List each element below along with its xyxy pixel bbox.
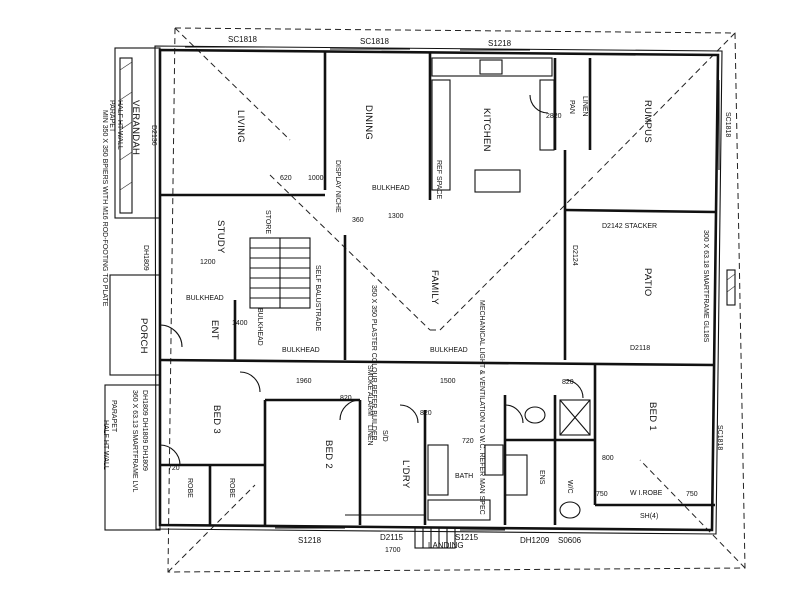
label-bed1: BED 1	[647, 402, 658, 431]
label-beam-note: 350 X 350 PLASTER COLOUR REFER BUILDER	[370, 285, 377, 441]
label-patio: PATIO	[642, 268, 653, 297]
label-sc1818-bottom-right: SC1818	[716, 425, 723, 450]
dim-1200: 1200	[200, 259, 216, 266]
label-bulkhead-kitchen: BULKHEAD	[372, 185, 410, 192]
patio-side-element	[726, 269, 736, 306]
dim-620: 620	[280, 175, 292, 182]
label-wi-robe: W I.ROBE	[630, 490, 663, 497]
label-smoke-alarm: SMOKE ALARM	[366, 365, 373, 416]
label-balustrade: SELF BALUSTRADE	[314, 265, 321, 331]
label-sc1818-top-left: SC1818	[228, 35, 257, 44]
label-half-wall-bottom: HALF HT WALL	[102, 420, 109, 470]
dim-1500: 1500	[440, 378, 456, 385]
label-family: FAMILY	[429, 270, 440, 305]
windows	[185, 46, 720, 531]
door-swings	[159, 94, 584, 466]
label-dh1209: DH1209	[520, 536, 550, 545]
label-sc1818-right: SC1818	[724, 112, 731, 137]
dim-2820: 2820	[546, 113, 562, 120]
label-parapet-top: PARAPET	[108, 100, 115, 133]
dim-800: 800	[602, 455, 614, 462]
dim-820-a: 820	[340, 395, 352, 402]
label-rumpus: RUMPUS	[642, 100, 653, 143]
label-ens: ENS	[538, 470, 545, 485]
label-dining: DINING	[363, 105, 374, 140]
label-living: LIVING	[235, 110, 246, 143]
label-robe-1: ROBE	[186, 478, 193, 498]
label-bed2: BED 2	[323, 440, 334, 469]
label-wc: W/C	[566, 480, 573, 494]
interior-walls	[159, 52, 716, 525]
label-d2124: D2124	[571, 245, 578, 266]
label-ent: ENT	[209, 320, 220, 340]
label-porch: PORCH	[138, 318, 149, 354]
label-s1218-top: S1218	[488, 39, 512, 48]
label-linen-hall: LINEN	[366, 425, 373, 446]
label-display-niche: DISPLAY NICHE	[334, 160, 341, 213]
label-bulkhead-study: BULKHEAD	[186, 295, 224, 302]
label-s1215: S1215	[455, 533, 479, 542]
landing-steps	[414, 527, 456, 549]
dim-1000: 1000	[308, 175, 324, 182]
label-sc1818-top: SC1818	[360, 37, 389, 46]
label-bulkhead-hall: BULKHEAD	[282, 347, 320, 354]
label-ldry: L'DRY	[400, 460, 411, 489]
label-verandah: VERANDAH	[130, 100, 141, 155]
label-d2118: D2118	[630, 345, 650, 352]
roof-outline	[167, 27, 746, 573]
dim-1960: 1960	[296, 378, 312, 385]
dim-1400: 1400	[232, 320, 248, 327]
label-landing: LANDING	[428, 541, 464, 550]
label-dh-bottom: DH1809 DH1809 DH1809	[141, 390, 148, 471]
dim-360: 360	[352, 217, 364, 224]
dim-750-b: 750	[686, 491, 698, 498]
dim-820-c: 820	[562, 379, 574, 386]
dim-1700: 1700	[385, 547, 401, 554]
dim-750-a: 750	[596, 491, 608, 498]
label-dh1809-left: DH1809	[142, 245, 149, 271]
label-d2136: D2136	[150, 125, 157, 146]
label-d2115: D2115	[380, 533, 404, 542]
dim-820-b: 820	[420, 410, 432, 417]
label-piers-note: MIN 350 X 350 BPIERS WITH M16 ROD-FOOTIN…	[101, 110, 108, 307]
label-bed3: BED 3	[211, 405, 222, 434]
label-bath: BATH	[455, 473, 473, 480]
label-store: STORE	[264, 210, 271, 234]
kitchen-fixtures	[431, 57, 555, 193]
label-kitchen: KITCHEN	[481, 108, 492, 152]
label-bulkhead-family: BULKHEAD	[430, 347, 468, 354]
label-s1218-bottom: S1218	[298, 536, 322, 545]
label-ref-space: REF SPACE	[435, 160, 442, 199]
label-linen-top: LINEN	[581, 96, 588, 117]
label-robe-2: ROBE	[228, 478, 235, 498]
label-study: STUDY	[215, 220, 226, 254]
label-sh4: SH(4)	[640, 513, 658, 520]
label-smartframe-note: 300 X 63.18 SMARTFRAME GL18S	[702, 230, 709, 343]
label-bulkhead-ent: BULKHEAD	[256, 308, 263, 346]
dim-720-a: 720	[462, 438, 474, 445]
verandah-area	[104, 47, 161, 531]
staircase	[249, 237, 311, 309]
label-parapet-bottom: PARAPET	[110, 400, 117, 433]
bathroom-fixtures	[427, 399, 591, 521]
label-smartframe-lvl: 360 X 63.13 SMARTFRAME LVL	[131, 390, 138, 493]
label-d2142-stacker: D2142 STACKER	[602, 223, 657, 230]
label-half-wall-top: HALF HT WALL	[116, 100, 123, 150]
dim-1300: 1300	[388, 213, 404, 220]
label-mech-note: MECHANICAL LIGHT & VENTILATION TO W.C. R…	[478, 300, 485, 515]
label-sd-hall: S/D	[381, 430, 388, 442]
label-s0606: S0606	[558, 536, 582, 545]
dim-720-b: 720	[168, 465, 180, 472]
label-pan: PAN	[568, 100, 575, 114]
